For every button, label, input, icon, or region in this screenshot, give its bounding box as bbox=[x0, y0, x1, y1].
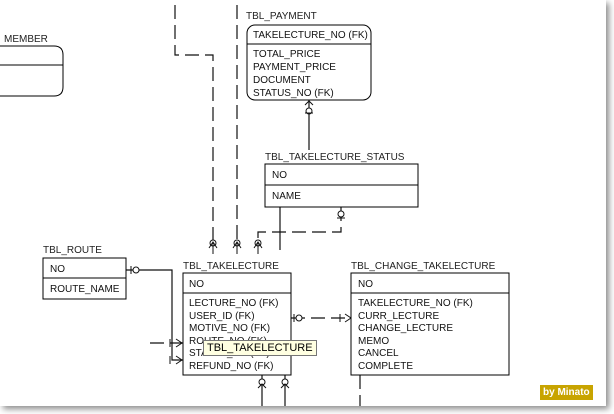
crows-foot-marker bbox=[169, 338, 183, 348]
entity-field: TAKELECTURE_NO (FK) bbox=[358, 298, 473, 309]
entity-member[interactable]: MEMBER bbox=[0, 34, 64, 97]
entity-field: CANCEL bbox=[358, 348, 399, 359]
entity-box bbox=[350, 272, 510, 376]
cardinality-markers bbox=[130, 100, 352, 389]
entity-title: MEMBER bbox=[4, 34, 48, 45]
entity-key-field: NO bbox=[189, 279, 204, 290]
entity-key-field: NO bbox=[50, 264, 65, 275]
entity-box bbox=[0, 45, 64, 97]
entity-box bbox=[182, 272, 292, 376]
entity-field: MEMO bbox=[358, 336, 389, 347]
entity-key-field: TAKELECTURE_NO (FK) bbox=[253, 30, 368, 41]
entity-field: USER_ID (FK) bbox=[189, 311, 255, 322]
entity-title: TBL_TAKELECTURE bbox=[183, 261, 279, 272]
entity-field: COMPLETE bbox=[358, 361, 413, 372]
entity-title: TBL_TAKELECTURE_STATUS bbox=[265, 152, 405, 163]
entity-change-takelecture[interactable]: TBL_CHANGE_TAKELECTURE NO TAKELECTURE_NO… bbox=[350, 261, 510, 376]
crows-foot-marker bbox=[169, 355, 183, 365]
er-diagram-canvas: MEMBER TBL_PAYMENT TAKELECTURE_NO (FK) T… bbox=[0, 5, 510, 406]
entity-field: NAME bbox=[272, 191, 301, 202]
watermark-badge: by Minato bbox=[540, 385, 593, 400]
crows-foot-marker bbox=[232, 239, 242, 254]
entity-field: ROUTE_NAME bbox=[50, 284, 120, 295]
one-marker bbox=[293, 314, 303, 322]
entity-route[interactable]: TBL_ROUTE NO ROUTE_NAME bbox=[42, 245, 127, 300]
zero-or-one-marker bbox=[130, 266, 140, 274]
entity-title: TBL_CHANGE_TAKELECTURE bbox=[351, 261, 496, 272]
entity-payment[interactable]: TBL_PAYMENT TAKELECTURE_NO (FK) TOTAL_PR… bbox=[246, 11, 372, 101]
entity-title: TBL_PAYMENT bbox=[246, 11, 317, 22]
entity-field: CURR_LECTURE bbox=[358, 311, 439, 322]
crows-foot-marker bbox=[208, 239, 218, 254]
entity-field: PAYMENT_PRICE bbox=[253, 62, 336, 73]
entity-key-field: NO bbox=[358, 279, 373, 290]
entity-title: TBL_ROUTE bbox=[43, 245, 102, 256]
entity-field: STATUS_NO (FK) bbox=[253, 88, 334, 99]
entity-field: CHANGE_LECTURE bbox=[358, 323, 453, 334]
entity-field: TOTAL_PRICE bbox=[253, 49, 321, 60]
crows-foot-marker bbox=[253, 239, 263, 254]
entity-field: DOCUMENT bbox=[253, 75, 311, 86]
one-marker bbox=[337, 210, 345, 219]
rel-route-takelecture bbox=[126, 269, 183, 361]
diagram-frame: MEMBER TBL_PAYMENT TAKELECTURE_NO (FK) T… bbox=[0, 5, 593, 406]
entity-tooltip: TBL_TAKELECTURE bbox=[203, 340, 317, 356]
crows-foot-marker bbox=[280, 378, 290, 389]
entity-takelecture-status[interactable]: TBL_TAKELECTURE_STATUS NO NAME bbox=[264, 152, 419, 208]
crows-foot-marker bbox=[257, 378, 267, 389]
entity-field: REFUND_NO (FK) bbox=[189, 361, 273, 372]
crows-foot-marker bbox=[304, 100, 314, 115]
entity-field: MOTIVE_NO (FK) bbox=[189, 323, 270, 334]
entity-key-field: NO bbox=[272, 170, 287, 181]
entity-takelecture[interactable]: TBL_TAKELECTURE NO LECTURE_NO (FK) USER_… bbox=[182, 261, 292, 376]
entity-field: LECTURE_NO (FK) bbox=[189, 298, 278, 309]
rel-status-takelecture-dashed bbox=[257, 207, 342, 246]
rel-member-takelecture bbox=[174, 5, 214, 246]
